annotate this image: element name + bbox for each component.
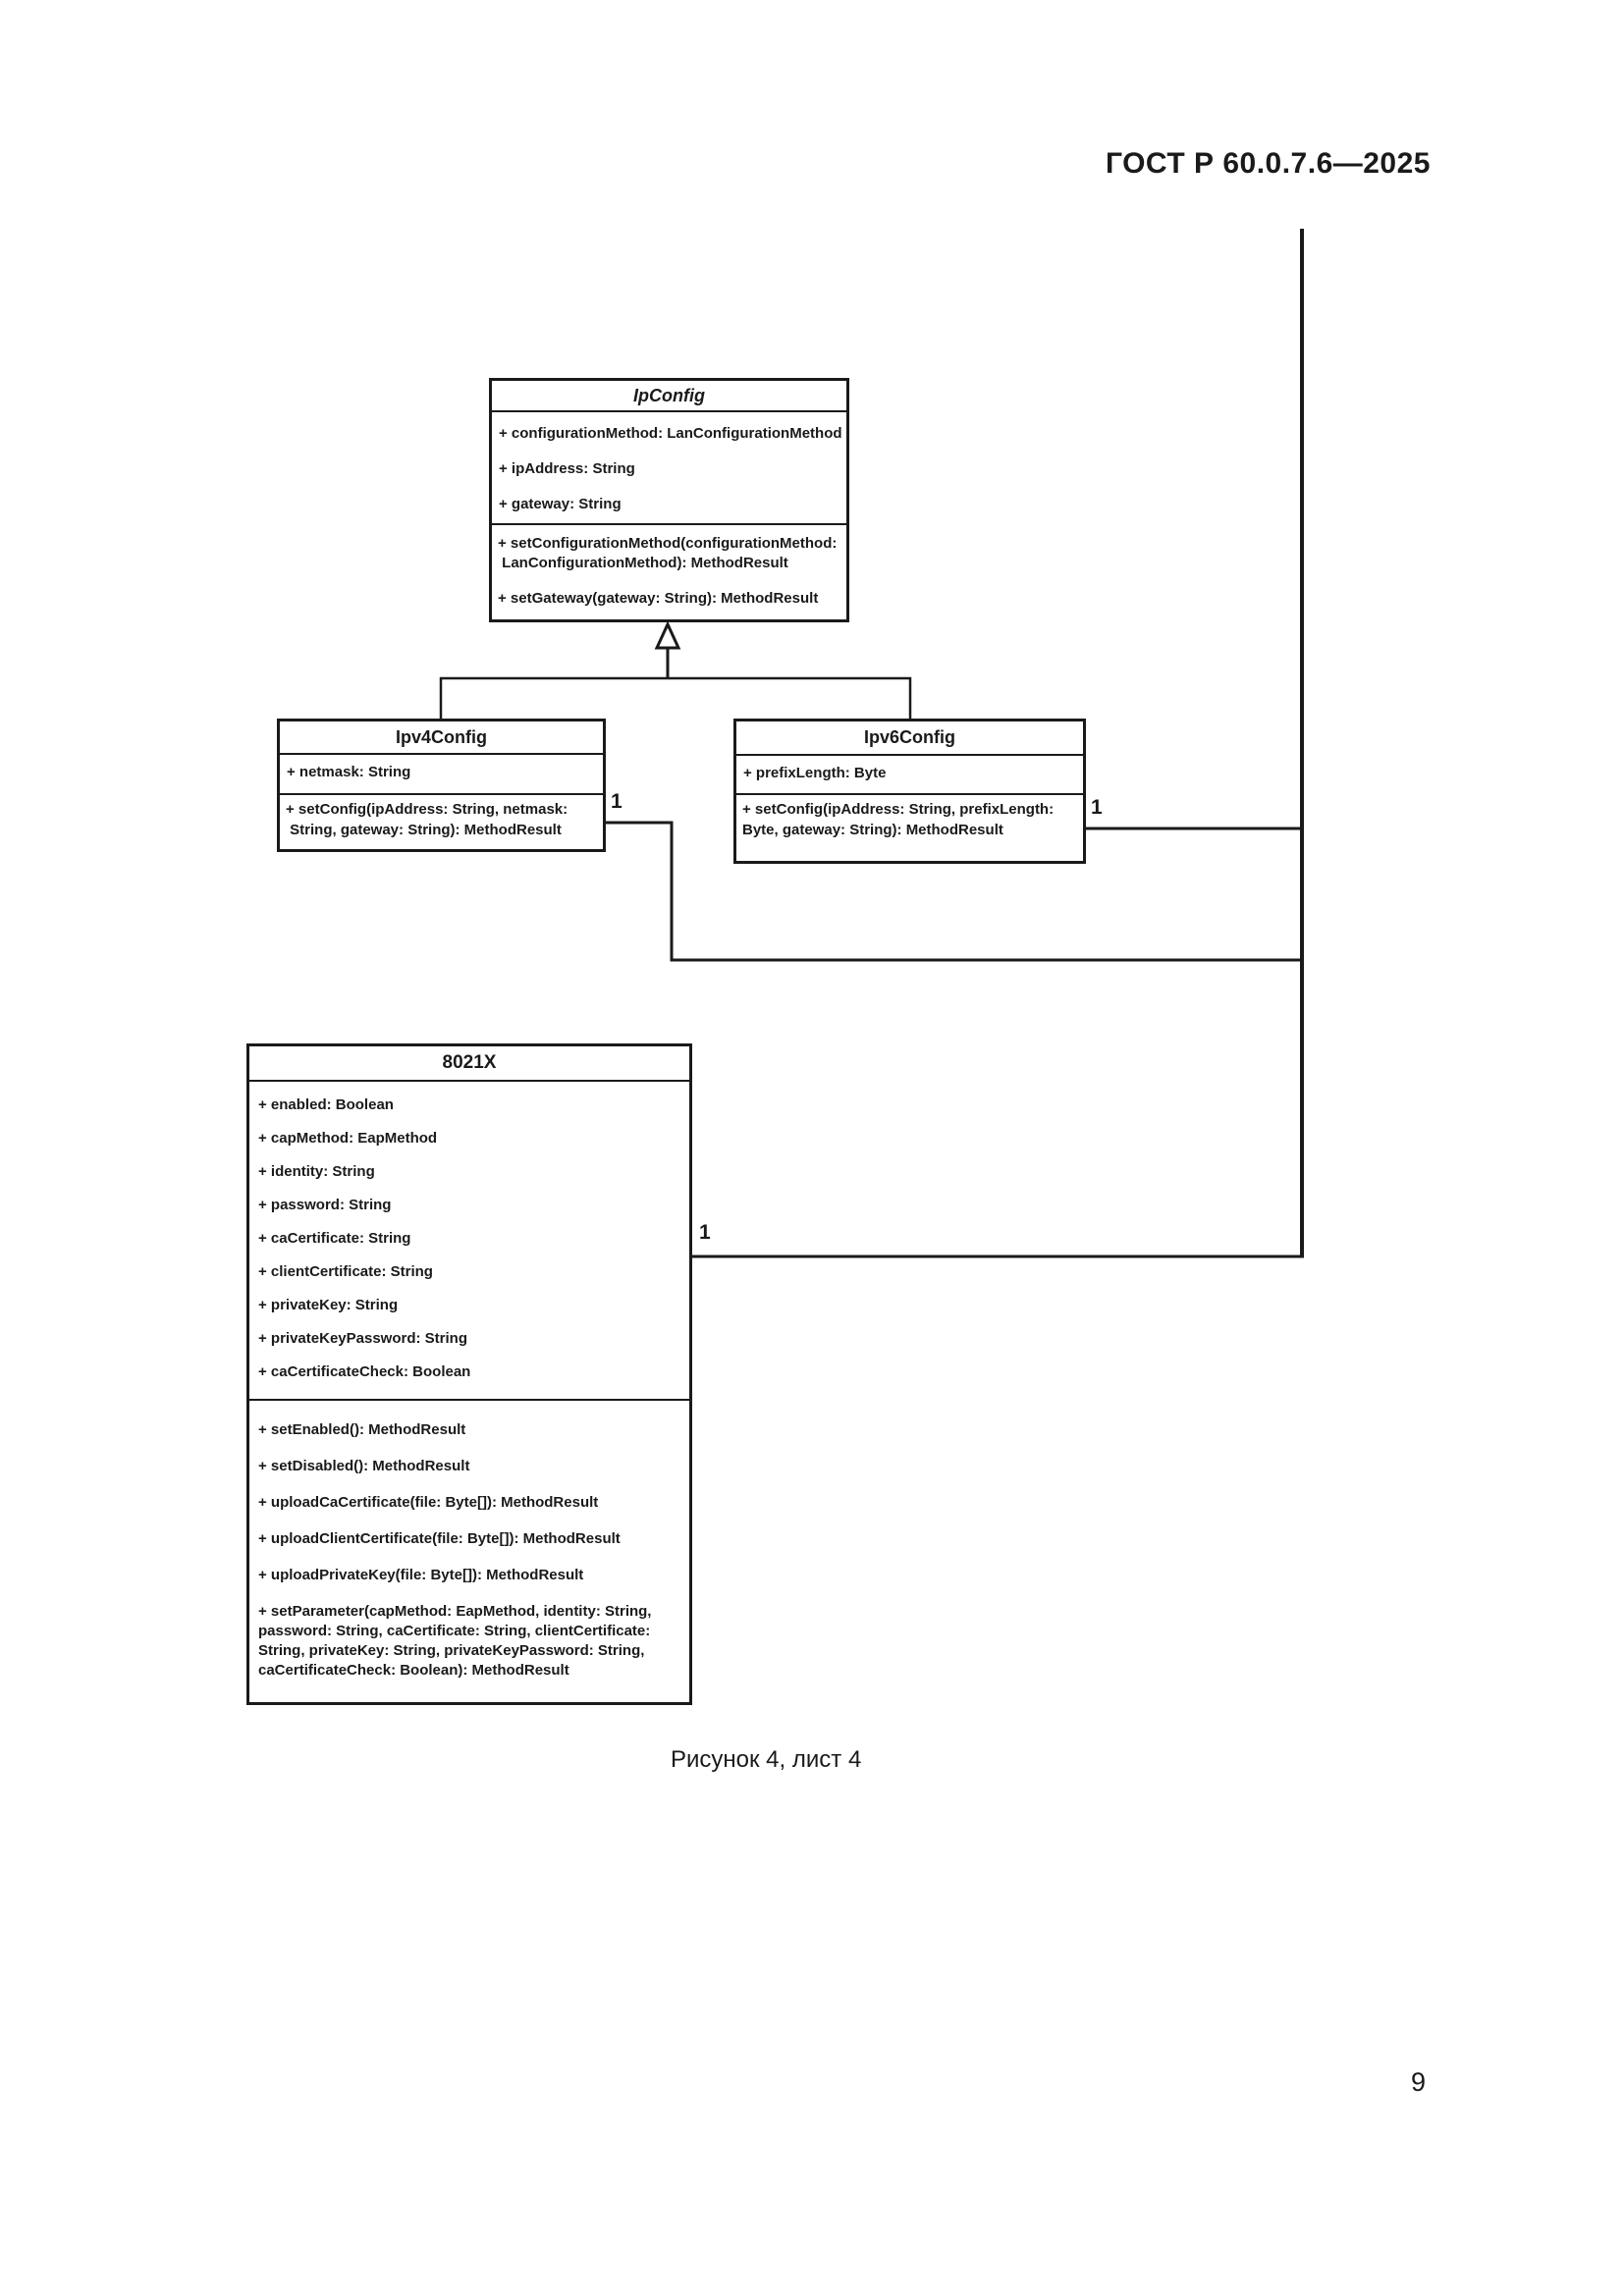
class-member: + setConfigurationMethod(configurationMe…: [498, 535, 838, 571]
class-member: + configurationMethod: LanConfigurationM…: [499, 425, 842, 442]
class-member: + caCertificate: String: [258, 1230, 411, 1247]
generalization-branch-line: [439, 676, 912, 720]
multiplicity-label-8021x: 1: [699, 1221, 711, 1244]
class-member: + uploadPrivateKey(file: Byte[]): Method…: [258, 1567, 584, 1583]
class-member: + netmask: String: [287, 764, 411, 780]
methods-compartment: + setEnabled(): MethodResult + setDisable…: [249, 1399, 689, 1702]
methods-compartment: + setConfig(ipAddress: String, prefixLen…: [736, 793, 1083, 861]
class-member: + caCertificateCheck: Boolean: [258, 1363, 471, 1380]
figure-caption: Рисунок 4, лист 4: [671, 1746, 862, 1773]
class-member: + uploadCaCertificate(file: Byte[]): Met…: [258, 1494, 599, 1511]
association-ipv4config-line: [606, 821, 1304, 962]
uml-class-8021x: 8021X + enabled: Boolean + capMethod: Eap…: [246, 1043, 692, 1705]
attributes-compartment: + enabled: Boolean + capMethod: EapMethod…: [249, 1080, 689, 1399]
class-title: 8021X: [442, 1052, 497, 1073]
class-member: + password: String: [258, 1197, 392, 1213]
methods-compartment: + setConfig(ipAddress: String, netmask: …: [280, 793, 603, 849]
class-member: + privateKey: String: [258, 1297, 399, 1313]
class-title: Ipv6Config: [864, 727, 955, 747]
class-member: + capMethod: EapMethod: [258, 1130, 438, 1147]
class-member: + gateway: String: [499, 496, 622, 512]
document-header: ГОСТ Р 60.0.7.6—2025: [1105, 147, 1431, 180]
page-number: 9: [1411, 2067, 1427, 2097]
class-member: + setConfig(ipAddress: String, netmask: …: [286, 801, 568, 838]
class-member: + setDisabled(): MethodResult: [258, 1458, 470, 1474]
multiplicity-label-ipv6: 1: [1091, 796, 1103, 819]
class-member: + setConfig(ipAddress: String, prefixLen…: [742, 801, 1055, 838]
methods-compartment: + setConfigurationMethod(configurationMe…: [492, 523, 846, 619]
class-member: + privateKeyPassword: String: [258, 1330, 467, 1347]
class-member: + setGateway(gateway: String): MethodRes…: [498, 590, 819, 607]
class-member: + identity: String: [258, 1163, 375, 1180]
uml-class-ipv6config: Ipv6Config + prefixLength: Byte + setCon…: [733, 719, 1086, 864]
class-title: IpConfig: [633, 385, 705, 405]
attributes-compartment: + prefixLength: Byte: [736, 754, 1083, 793]
attributes-compartment: + netmask: String: [280, 753, 603, 793]
class-title: Ipv4Config: [396, 726, 487, 747]
class-member: + setEnabled(): MethodResult: [258, 1421, 466, 1438]
uml-class-ipv4config: Ipv4Config + netmask: String + setConfig…: [277, 719, 606, 852]
generalization-arrow-icon: [654, 620, 681, 650]
class-member: + enabled: Boolean: [258, 1096, 394, 1113]
class-member: + prefixLength: Byte: [743, 765, 887, 781]
class-member: + ipAddress: String: [499, 460, 635, 477]
attributes-compartment: + configurationMethod: LanConfigurationM…: [492, 410, 846, 523]
uml-class-ipconfig: IpConfig + configurationMethod: LanConfi…: [489, 378, 849, 622]
class-member: + setParameter(capMethod: EapMethod, ide…: [258, 1603, 652, 1679]
multiplicity-label-ipv4: 1: [611, 790, 623, 813]
class-member: + clientCertificate: String: [258, 1263, 433, 1280]
class-member: + uploadClientCertificate(file: Byte[]):…: [258, 1530, 621, 1547]
